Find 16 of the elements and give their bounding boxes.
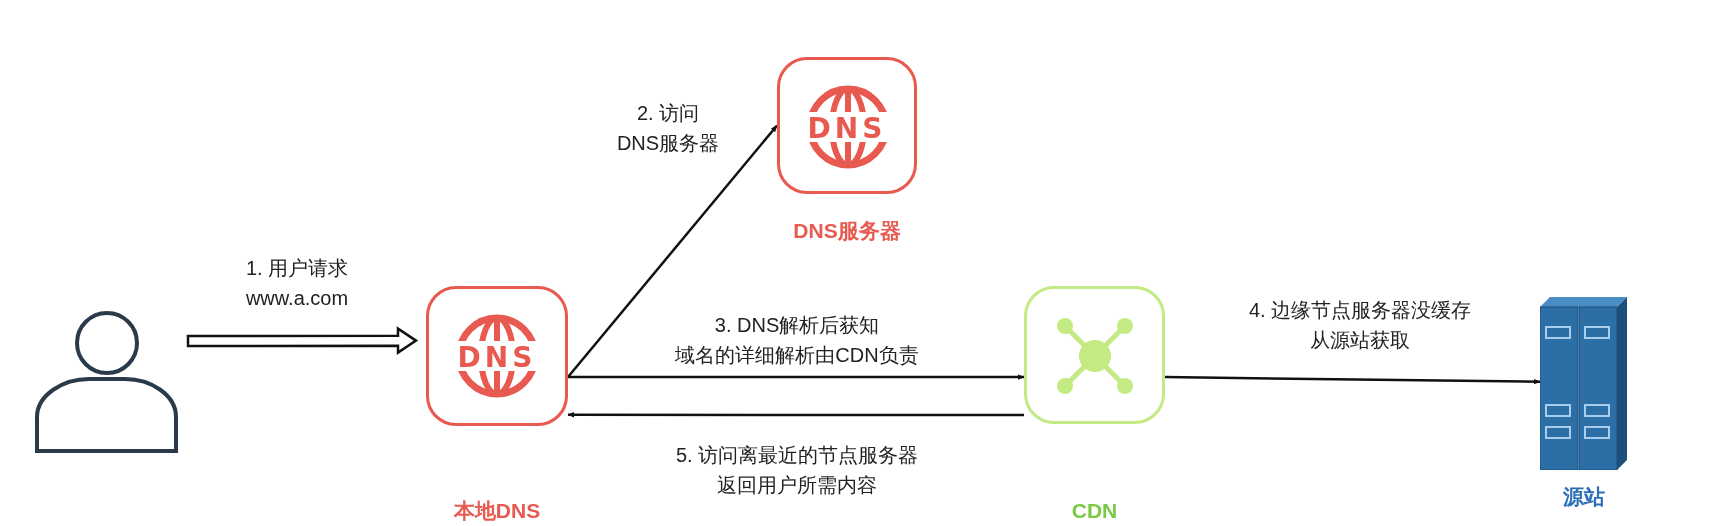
node-label: 本地DNS: [453, 498, 541, 525]
hollow-arrow: [186, 326, 419, 355]
arrow: [568, 374, 1025, 380]
node-label: 源站: [1562, 484, 1605, 511]
edge-label: 2. 访问 DNS服务器: [615, 101, 721, 156]
edge-label: 3. DNS解析后获知域名的详细解析由CDN负责: [674, 313, 920, 368]
arrow: [567, 124, 778, 378]
node-label: CDN: [1071, 498, 1118, 525]
edge-label: 1. 用户请求 www.a.com: [244, 256, 350, 311]
edge-label: 4. 边缘节点服务器没缓存从源站获取: [1247, 298, 1473, 353]
icon-text: DNS: [456, 343, 538, 373]
node-label: DNS服务器: [793, 218, 901, 245]
arrow: [567, 412, 1024, 418]
edge-label: 5. 访问离最近的节点服务器返回用户所需内容: [674, 443, 920, 498]
arrow: [1165, 375, 1541, 385]
icon-text: DNS: [806, 114, 888, 144]
